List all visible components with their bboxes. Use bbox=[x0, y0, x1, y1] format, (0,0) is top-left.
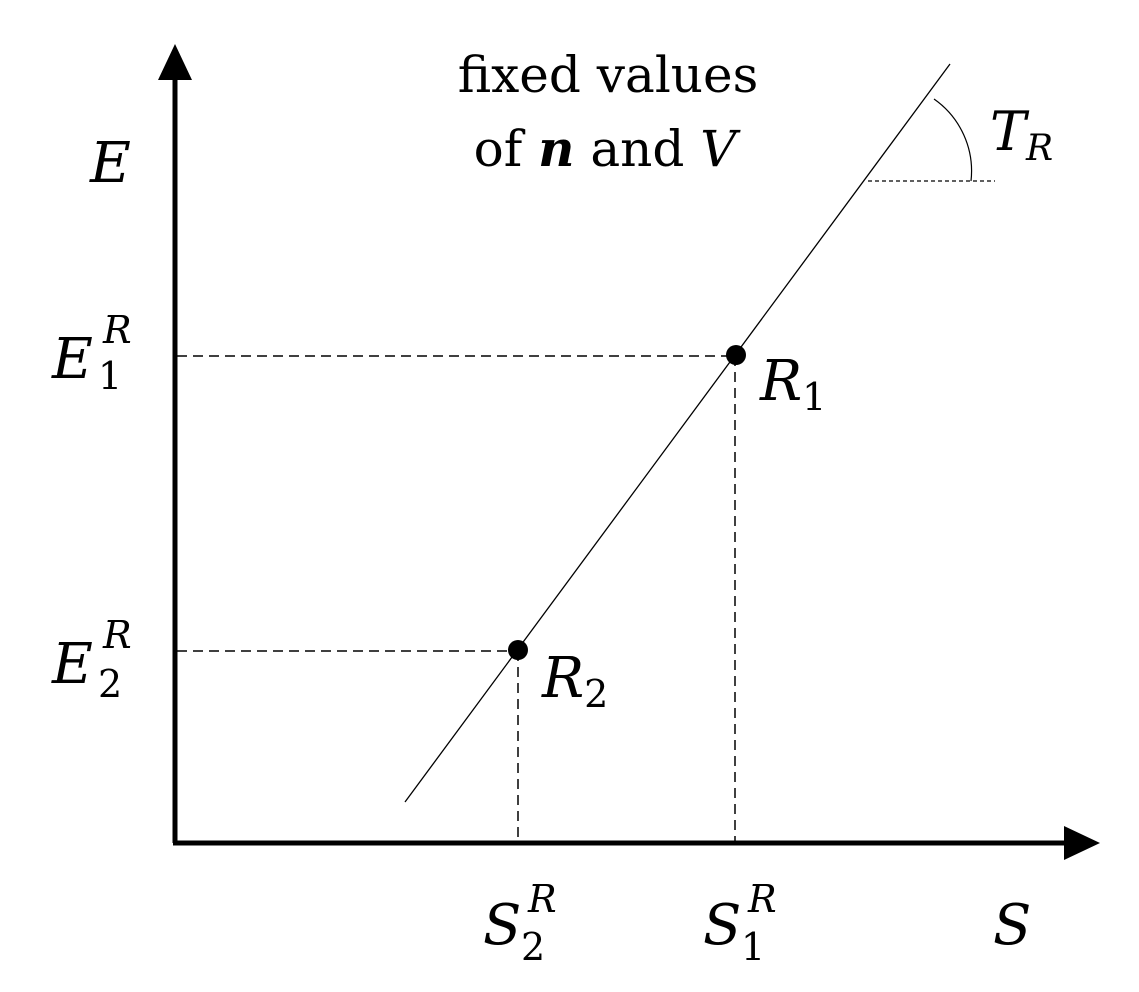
header-v-symbol: V bbox=[700, 120, 741, 178]
point-r1 bbox=[726, 345, 746, 365]
header-and: and bbox=[574, 120, 700, 178]
point-r1-label: R1 bbox=[759, 349, 826, 419]
y-tick-e2-base: E bbox=[51, 632, 93, 697]
header-of: of bbox=[474, 120, 539, 178]
point-r2-sub: 2 bbox=[584, 672, 608, 716]
slope-label: TR bbox=[990, 100, 1053, 169]
x-axis-arrowhead bbox=[1064, 826, 1100, 860]
x-tick-s2-base: S bbox=[483, 893, 521, 958]
header-line-2: of n and V bbox=[474, 119, 742, 178]
header-n-symbol: n bbox=[538, 119, 574, 178]
point-r1-base: R bbox=[759, 349, 802, 414]
y-tick-e2: E R 2 bbox=[51, 613, 132, 706]
x-axis-label: S bbox=[993, 893, 1031, 958]
x-tick-s1-base: S bbox=[703, 893, 741, 958]
y-axis-label: E bbox=[89, 131, 131, 196]
y-tick-e1-sup: R bbox=[102, 308, 132, 352]
x-tick-s2-sup: R bbox=[527, 877, 557, 921]
point-r2-label: R2 bbox=[541, 646, 608, 716]
header-line-1: fixed values bbox=[458, 46, 759, 104]
y-tick-e1-sub: 1 bbox=[98, 354, 122, 398]
y-tick-e2-sub: 2 bbox=[98, 662, 122, 706]
point-r2-base: R bbox=[541, 646, 584, 711]
entropy-energy-line bbox=[404, 63, 951, 803]
slope-label-base: T bbox=[990, 100, 1030, 163]
slope-angle-arc bbox=[933, 98, 973, 182]
y-tick-e1: E R 1 bbox=[51, 308, 132, 398]
point-r2 bbox=[508, 640, 528, 660]
x-tick-s2-sub: 2 bbox=[521, 925, 545, 969]
x-tick-s2: S R 2 bbox=[483, 877, 557, 969]
point-r1-sub: 1 bbox=[802, 375, 826, 419]
y-axis-arrowhead bbox=[158, 44, 192, 80]
x-tick-s1-sub: 1 bbox=[741, 925, 765, 969]
x-tick-s1: S R 1 bbox=[703, 877, 777, 969]
slope-label-sub: R bbox=[1025, 128, 1053, 169]
y-tick-e2-sup: R bbox=[102, 613, 132, 657]
x-tick-s1-sup: R bbox=[747, 877, 777, 921]
y-tick-e1-base: E bbox=[51, 327, 93, 392]
